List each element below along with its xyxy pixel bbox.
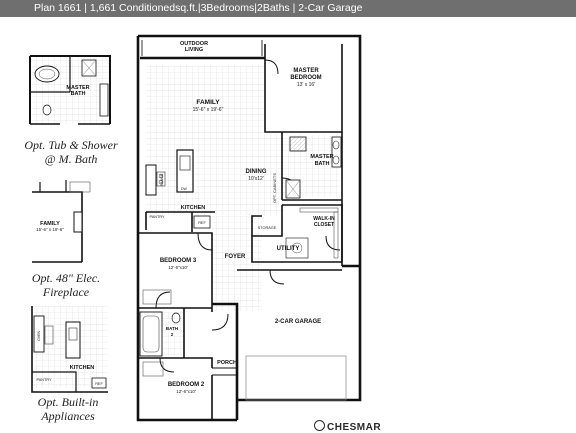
master-vanity (331, 136, 342, 168)
interior-walls (138, 44, 343, 420)
tub-icon (34, 65, 60, 83)
logo-text: CHESMAR (327, 422, 382, 433)
label-foyer: FOYER (225, 254, 246, 260)
option-tub-shower-plan: MASTER BATH (29, 55, 111, 125)
kitchen-island (176, 149, 194, 193)
main-floor-plan: OUTDOOR LIVING MASTER BEDROOM 13' x 16' … (136, 34, 362, 422)
label-ref: REF (198, 221, 206, 225)
outdoor-living-edge (141, 40, 263, 56)
opt-family-label: FAMILY (40, 221, 60, 227)
sink-icon (179, 155, 191, 171)
label-garage: 2-CAR GARAGE (275, 319, 321, 325)
option-builtin-plan: OVEN KITCHEN PANTRY REF (31, 306, 108, 393)
refrigerator-box (193, 215, 211, 229)
label-dining-size: 10'x12' (248, 176, 264, 182)
caption-opt-tub-line2: @ M. Bath (44, 152, 98, 166)
label-family: FAMILY (196, 99, 220, 106)
caption-opt-tub-shower: Opt. Tub & Shower @ M. Bath (11, 138, 131, 166)
door-swings (155, 59, 341, 373)
label-range: RANGE (160, 173, 164, 186)
fireplace-icon (73, 211, 83, 233)
label-bedroom-2: BEDROOM 2 (168, 382, 205, 388)
foyer-tile-floor (212, 216, 262, 311)
logo-mark-icon (314, 420, 325, 431)
label-walk-in-closet-2: CLOSET (314, 222, 334, 228)
plan-title: Plan 1661 | 1,661 Conditionedsq.ft.|3Bed… (34, 2, 363, 14)
caption-opt-fireplace-line2: Fireplace (42, 285, 90, 299)
label-kitchen: KITCHEN (181, 205, 205, 211)
label-bedroom-2-size: 12'-6"x10' (176, 389, 196, 394)
label-walk-in-closet-1: WALK-IN (313, 216, 335, 222)
caption-opt-builtin: Opt. Built-in Appliances (8, 395, 128, 423)
washer-dryer-icon (285, 237, 309, 259)
label-bath2-1: BATH (166, 326, 178, 331)
option-fireplace-plan: FAMILY 15'-6" x 19'-6" (32, 180, 91, 263)
label-opt-cabinets: OPT. CABINETS (272, 173, 277, 203)
caption-opt-fireplace: Opt. 48" Elec. Fireplace (6, 271, 126, 299)
caption-opt-fireplace-line1: Opt. 48" Elec. (31, 271, 101, 285)
cooktop-icon (44, 325, 54, 345)
label-master-bath-2: BATH (315, 161, 330, 167)
family-tile-floor (146, 65, 264, 215)
opt-master-bath-2: BATH (71, 91, 86, 97)
label-storage: STORAGE (258, 226, 277, 230)
plan-header: Plan 1661 | 1,661 Conditionedsq.ft.|3Bed… (0, 0, 576, 17)
caption-opt-builtin-line1: Opt. Built-in (37, 395, 99, 409)
label-master-bedroom-1: MASTER (293, 68, 319, 74)
opt-master-bath-1: MASTER (66, 85, 89, 91)
label-bath2-2: 2 (171, 332, 174, 337)
garage-door (245, 355, 347, 401)
range-counter (145, 164, 157, 196)
caption-opt-builtin-line2: Appliances (41, 409, 95, 423)
range-icon (156, 171, 166, 187)
exterior-walls (136, 34, 362, 422)
bath2-tub-icon (139, 311, 163, 357)
label-master-bedroom-2: BEDROOM (290, 75, 321, 81)
toilet-icon (42, 104, 52, 116)
opt-ref-label: REF (95, 382, 103, 386)
label-dw: DW (181, 187, 188, 191)
label-porch: PORCH (217, 360, 237, 366)
chesmar-logo: CHESMAR (314, 420, 381, 433)
label-master-bedroom-size: 13' x 16' (297, 82, 315, 88)
label-pantry: PANTRY (149, 215, 165, 219)
label-dining: DINING (246, 169, 267, 175)
opt-pantry-label: PANTRY (36, 378, 52, 382)
master-linen (289, 136, 307, 152)
label-outdoor-living-2: LIVING (185, 47, 203, 53)
label-family-size: 15'-6" x 19'-6" (193, 107, 224, 113)
label-utility: UTILITY (277, 246, 300, 252)
label-master-bath-1: MASTER (310, 154, 333, 160)
label-bedroom-3: BEDROOM 3 (160, 258, 197, 264)
opt-oven-label: OVEN (37, 331, 41, 341)
label-outdoor-living-1: OUTDOOR (180, 41, 208, 47)
bath2-toilet-icon (171, 312, 181, 324)
caption-opt-tub-line1: Opt. Tub & Shower (24, 138, 118, 152)
opt-family-size: 15'-6" x 19'-6" (36, 227, 64, 232)
opt-kitchen-label: KITCHEN (70, 365, 94, 371)
label-bedroom-3-size: 12'-6"x10' (168, 265, 188, 270)
